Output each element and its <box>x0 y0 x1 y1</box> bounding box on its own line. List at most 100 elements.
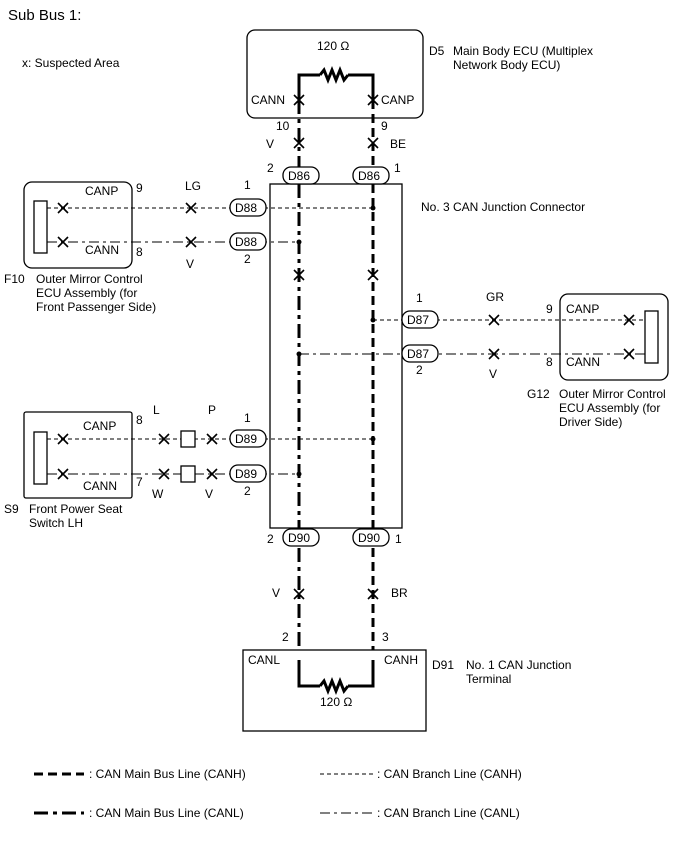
d90-right-pin: 1 <box>395 532 402 546</box>
ecu-s9-pin-num-canp: 8 <box>136 413 143 427</box>
ecu-f10-pin-cann: CANN <box>85 243 119 257</box>
connector-d88-bottom <box>229 232 267 251</box>
d86-left-pin: 2 <box>267 161 274 175</box>
ecu-d5-code: D5 <box>429 44 445 58</box>
terminal-d91-pin-canh: CANH <box>384 653 418 667</box>
ecu-g12-name-line2: ECU Assembly (for <box>559 401 660 415</box>
suspected-area-marks <box>57 94 635 600</box>
suspected-x-mark <box>367 588 379 600</box>
terminal-d91: CANL CANH 120 Ω D91 No. 1 CAN Junction T… <box>242 586 571 732</box>
inline-connector-cann <box>180 465 196 483</box>
ecu-g12-mirror-driver: CANP CANN 9 8 GR V G12 Outer Mirror Cont… <box>486 290 669 429</box>
terminal-d91-pin-num-left: 2 <box>282 630 289 644</box>
ecu-s9-pin-cann: CANN <box>83 479 117 493</box>
junction-connector-box <box>269 183 403 529</box>
suspected-x-mark <box>57 468 69 480</box>
ecu-f10-name-line3: Front Passenger Side) <box>36 300 156 314</box>
legend-main-canl-label: : CAN Main Bus Line (CANL) <box>89 806 244 820</box>
junction-dot <box>296 351 302 357</box>
connector-d89-top <box>229 429 267 448</box>
suspected-x-mark <box>206 433 218 445</box>
suspected-x-mark <box>293 94 305 106</box>
d87-bottom-pin: 2 <box>416 363 423 377</box>
ecu-d5-pin-canp: CANP <box>381 93 414 107</box>
ecu-d5-pin-num-right: 9 <box>381 119 388 133</box>
legend-main-canh-label: : CAN Main Bus Line (CANH) <box>89 767 246 781</box>
connector-d86-left <box>282 166 320 185</box>
ecu-g12-code: G12 <box>527 387 550 401</box>
suspected-x-mark <box>623 348 635 360</box>
terminal-d91-code: D91 <box>432 658 454 672</box>
d86-right-pin: 1 <box>394 161 401 175</box>
ecu-s9-pin-canp: CANP <box>83 419 116 433</box>
resistor-d5 <box>297 65 375 100</box>
junction-dot <box>370 436 376 442</box>
ecu-s9-code: S9 <box>4 502 19 516</box>
ecu-d5-wire-left: V <box>266 137 274 151</box>
suspected-x-mark <box>623 314 635 326</box>
diagram-title: Sub Bus 1: <box>8 7 81 24</box>
connector-d87-top-label: D87 <box>407 313 429 327</box>
ecu-f10-wire-canp: LG <box>185 179 201 193</box>
suspected-x-mark <box>57 202 69 214</box>
connector-d90-right-label: D90 <box>358 531 380 545</box>
ecu-d5-name-line1: Main Body ECU (Multiplex <box>453 44 593 58</box>
connector-d86-right-label: D86 <box>358 169 380 183</box>
ecu-d5-wire-right: BE <box>390 137 406 151</box>
ecu-f10-name-line1: Outer Mirror Control <box>36 272 143 286</box>
ecu-f10-mirror-passenger: CANP CANN 9 8 LG V F10 Outer Mirror Cont… <box>4 179 201 314</box>
ecu-s9-box <box>23 411 133 499</box>
ecu-f10-box <box>23 181 133 269</box>
ecu-g12-pin-canp: CANP <box>566 302 599 316</box>
suspected-x-mark <box>206 468 218 480</box>
connector-d88-top-label: D88 <box>235 201 257 215</box>
suspected-x-mark <box>293 137 305 149</box>
suspected-x-mark <box>293 269 305 281</box>
ecu-d5-pin-num-left: 10 <box>276 119 290 133</box>
suspected-x-mark <box>367 137 379 149</box>
ecu-s9-power-seat-switch: CANP CANN 8 7 L P W V S9 Front Power Sea… <box>4 403 216 530</box>
terminal-d91-name-line1: No. 1 CAN Junction <box>466 658 571 672</box>
ecu-f10-name-line2: ECU Assembly (for <box>36 286 137 300</box>
d90-left-pin: 2 <box>267 532 274 546</box>
ecu-s9-name-line2: Switch LH <box>29 516 83 530</box>
inline-connector-canp <box>180 430 196 448</box>
resistor-d91 <box>297 660 375 696</box>
suspected-x-mark <box>158 433 170 445</box>
suspected-x-mark <box>185 202 197 214</box>
d88-bottom-pin: 2 <box>244 252 251 266</box>
ecu-g12-module-block <box>644 310 659 364</box>
connector-d90-left-label: D90 <box>288 531 310 545</box>
connector-d86-right <box>352 166 390 185</box>
ecu-g12-pin-num-cann: 8 <box>546 355 553 369</box>
suspected-x-mark <box>185 236 197 248</box>
suspected-area-note: x: Suspected Area <box>22 56 120 70</box>
d88-top-pin: 1 <box>244 178 251 192</box>
ecu-f10-module-block <box>33 200 48 254</box>
ecu-s9-module-block <box>33 431 48 485</box>
ecu-f10-wire-cann: V <box>186 257 194 271</box>
connector-d90-right <box>352 528 390 547</box>
terminal-d91-wire-right: BR <box>391 586 408 600</box>
suspected-x-mark <box>367 94 379 106</box>
ecu-s9-wire-cann-right: V <box>205 487 213 501</box>
junction-dot <box>296 471 302 477</box>
suspected-x-mark <box>367 269 379 281</box>
d89-top-pin: 1 <box>244 411 251 425</box>
terminal-d91-pin-canl: CANL <box>248 653 280 667</box>
connector-d89-bottom-label: D89 <box>235 467 257 481</box>
terminal-d91-resistor-value: 120 Ω <box>320 695 352 709</box>
suspected-x-mark <box>488 348 500 360</box>
ecu-g12-box <box>559 293 669 381</box>
ecu-d5-resistor-value: 120 Ω <box>317 39 349 53</box>
suspected-x-mark <box>488 314 500 326</box>
junction-dot <box>370 317 376 323</box>
junction-dot <box>370 205 376 211</box>
connector-d89-bottom <box>229 464 267 483</box>
ecu-g12-wire-cann: V <box>489 367 497 381</box>
ecu-g12-name-line3: Driver Side) <box>559 415 622 429</box>
terminal-d91-name-line2: Terminal <box>466 672 511 686</box>
ecu-f10-pin-num-canp: 9 <box>136 181 143 195</box>
connector-d88-bottom-label: D88 <box>235 235 257 249</box>
